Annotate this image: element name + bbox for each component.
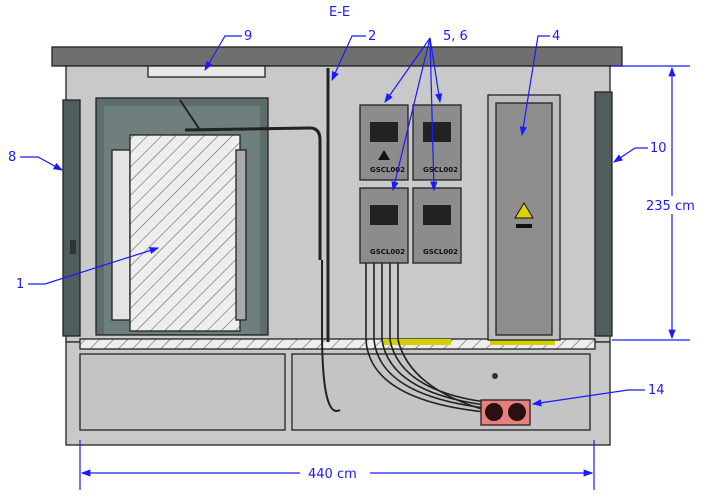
section-title: E-E xyxy=(329,5,350,20)
callout-4: 4 xyxy=(552,29,560,44)
hv-cable xyxy=(184,126,322,260)
box-code: GSCL002 xyxy=(423,248,458,256)
callout-1: 1 xyxy=(16,277,24,292)
hv-cable-top xyxy=(179,99,201,131)
callout-5-6: 5, 6 xyxy=(443,29,468,44)
callout-2: 2 xyxy=(368,29,376,44)
callout-10: 10 xyxy=(650,141,667,156)
width-label: 440 cm xyxy=(308,467,357,482)
transformer xyxy=(129,134,241,332)
mv-cabinet-door xyxy=(495,102,553,336)
warning-label xyxy=(516,224,532,228)
transformer-side xyxy=(235,149,247,321)
callout-8: 8 xyxy=(8,150,16,165)
box-code: GSCL002 xyxy=(423,166,458,174)
yellow-strip xyxy=(383,339,451,345)
callout-9: 9 xyxy=(244,29,252,44)
height-dimension: 235 cm xyxy=(612,65,706,341)
yellow-strip xyxy=(490,339,555,345)
callout-14: 14 xyxy=(648,383,665,398)
box-code: GSCL002 xyxy=(370,248,405,256)
cable-entries xyxy=(480,399,531,426)
width-dimension: 440 cm xyxy=(79,440,595,490)
lv-box: GSCL002 xyxy=(412,104,462,181)
lv-box: GSCL002 xyxy=(359,104,409,181)
roof xyxy=(51,46,623,67)
transformer-radiator xyxy=(111,149,131,321)
lv-box: GSCL002 xyxy=(359,187,409,264)
floor-slab xyxy=(79,338,596,350)
bolt xyxy=(492,373,498,379)
base-compartment-left xyxy=(79,353,286,431)
cable-loop xyxy=(321,260,341,412)
lv-cables xyxy=(365,263,486,413)
warning-icon xyxy=(514,202,534,219)
height-label: 235 cm xyxy=(646,199,695,214)
box-code: GSCL002 xyxy=(370,166,405,174)
lv-box: GSCL002 xyxy=(412,187,462,264)
door-handle xyxy=(70,240,76,254)
right-vent xyxy=(594,91,613,337)
left-vent xyxy=(62,99,81,337)
